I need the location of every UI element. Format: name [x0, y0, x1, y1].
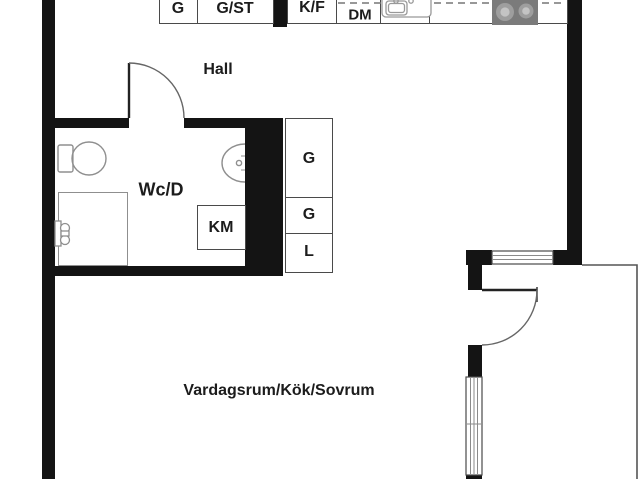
wall-east-segment-lower: [468, 345, 482, 377]
label-closet-g2: G: [302, 206, 316, 223]
wall-east-bottom-block: [466, 475, 482, 479]
washing-machine-box: [197, 205, 246, 250]
washbasin-icon: [221, 143, 246, 183]
shower-mixer-icon: [54, 220, 71, 247]
label-room-main: Vardagsrum/Kök/Sovrum: [183, 382, 375, 399]
label-washing-machine: KM: [208, 219, 234, 236]
label-closet-l: L: [304, 243, 314, 260]
label-closet-g1: G: [302, 150, 316, 167]
label-room-wcd: Wc/D: [138, 179, 184, 200]
window-east-icon: [465, 376, 483, 476]
label-cabinet-kf: K/F: [299, 0, 325, 16]
balcony-door-swing-icon: [481, 289, 538, 346]
wall-east-segment-upper: [468, 265, 482, 290]
window-south-icon: [491, 250, 554, 265]
wall-right-exterior: [567, 0, 582, 265]
wall-window-left-block: [466, 250, 492, 265]
wall-wcd-bottom: [42, 266, 283, 276]
kitchen-sink-icon: [381, 0, 432, 18]
wall-corner-balcony: [553, 250, 582, 265]
wall-stub-kitchen: [273, 0, 287, 27]
closet-l: [285, 233, 333, 273]
toilet-icon: [57, 141, 107, 176]
wall-shaft-column: [245, 118, 283, 276]
wall-hall-right: [184, 118, 245, 128]
wall-hall-left: [42, 118, 129, 128]
label-cabinet-gst: G/ST: [216, 0, 254, 17]
label-cabinet-g: G: [171, 0, 185, 17]
label-room-hall: Hall: [203, 61, 233, 78]
label-dishwasher: DM: [348, 6, 372, 24]
stove-icon: [492, 0, 538, 25]
cabinet-gst: [197, 0, 274, 24]
wcd-door-swing-icon: [128, 62, 185, 119]
balcony-outline: [582, 264, 638, 479]
